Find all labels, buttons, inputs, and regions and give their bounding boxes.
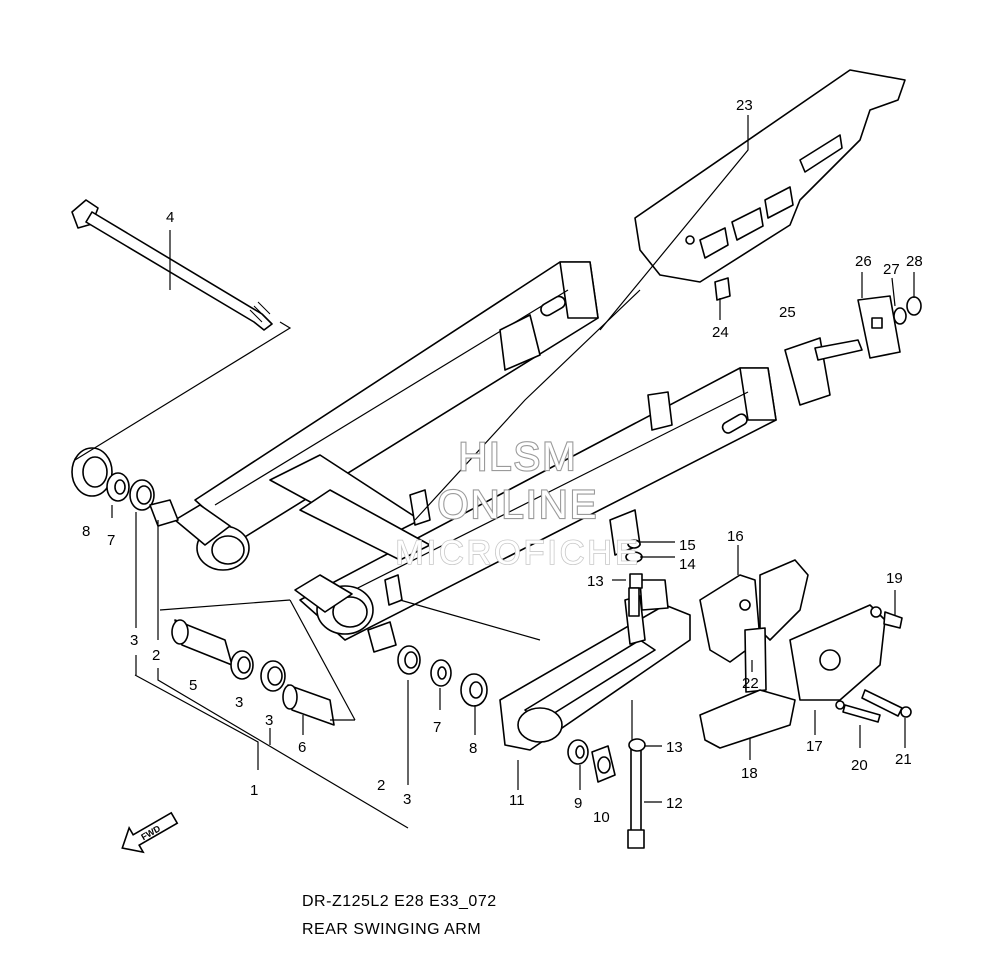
callout-23: 23	[736, 97, 753, 114]
callout-3: 3	[130, 632, 138, 649]
callout-20: 20	[851, 757, 868, 774]
right-bushings-drawing	[367, 621, 488, 707]
callout-17: 17	[806, 738, 823, 755]
chain-slider-drawing	[499, 579, 691, 751]
callout-3: 3	[403, 791, 411, 808]
callout-8: 8	[82, 523, 90, 540]
callout-14: 14	[679, 556, 696, 573]
callout-19: 19	[886, 570, 903, 587]
callout-1: 1	[250, 782, 258, 799]
callout-labels: 1 2 2 3 3 3 3 3 4 5 6 7 7 8 8 9 10 11 12…	[82, 97, 923, 826]
callout-21: 21	[895, 751, 912, 768]
chain-adjuster-drawing	[784, 295, 922, 406]
fwd-arrow: FWD	[121, 811, 179, 854]
watermark-line-1: HLSM	[458, 435, 577, 479]
callout-15: 15	[679, 537, 696, 554]
callout-10: 10	[593, 809, 610, 826]
callout-6: 6	[298, 739, 306, 756]
callout-27: 27	[883, 261, 900, 278]
watermark: HLSM ONLINE MICROFICHE	[395, 434, 640, 573]
chain-guide-drawing	[699, 559, 912, 749]
pivot-bolt-drawing	[71, 199, 273, 331]
swing-arm-drawing	[174, 261, 777, 641]
callout-3: 3	[265, 712, 273, 729]
callout-7: 7	[433, 719, 441, 736]
chain-guard-drawing	[634, 69, 906, 301]
callout-8: 8	[469, 740, 477, 757]
callout-22: 22	[742, 675, 759, 692]
callout-28: 28	[906, 253, 923, 270]
callout-16: 16	[727, 528, 744, 545]
left-bushings-drawing	[71, 447, 335, 726]
callout-2: 2	[377, 777, 385, 794]
diagram-title: REAR SWINGING ARM	[302, 921, 482, 938]
callout-4: 4	[166, 209, 174, 226]
callout-12: 12	[666, 795, 683, 812]
callout-5: 5	[189, 677, 197, 694]
watermark-line-2: ONLINE	[438, 483, 599, 527]
callout-24: 24	[712, 324, 729, 341]
diagram-code: DR-Z125L2 E28 E33_072	[302, 893, 497, 910]
callout-26: 26	[855, 253, 872, 270]
callout-25: 25	[779, 304, 796, 321]
callout-2: 2	[152, 647, 160, 664]
callout-3: 3	[235, 694, 243, 711]
callout-18: 18	[741, 765, 758, 782]
callout-7: 7	[107, 532, 115, 549]
watermark-line-3: MICROFICHE	[395, 534, 640, 572]
callout-13: 13	[666, 739, 683, 756]
leader-lines	[74, 115, 915, 829]
callout-13: 13	[587, 573, 604, 590]
callout-9: 9	[574, 795, 582, 812]
callout-11: 11	[509, 792, 525, 809]
